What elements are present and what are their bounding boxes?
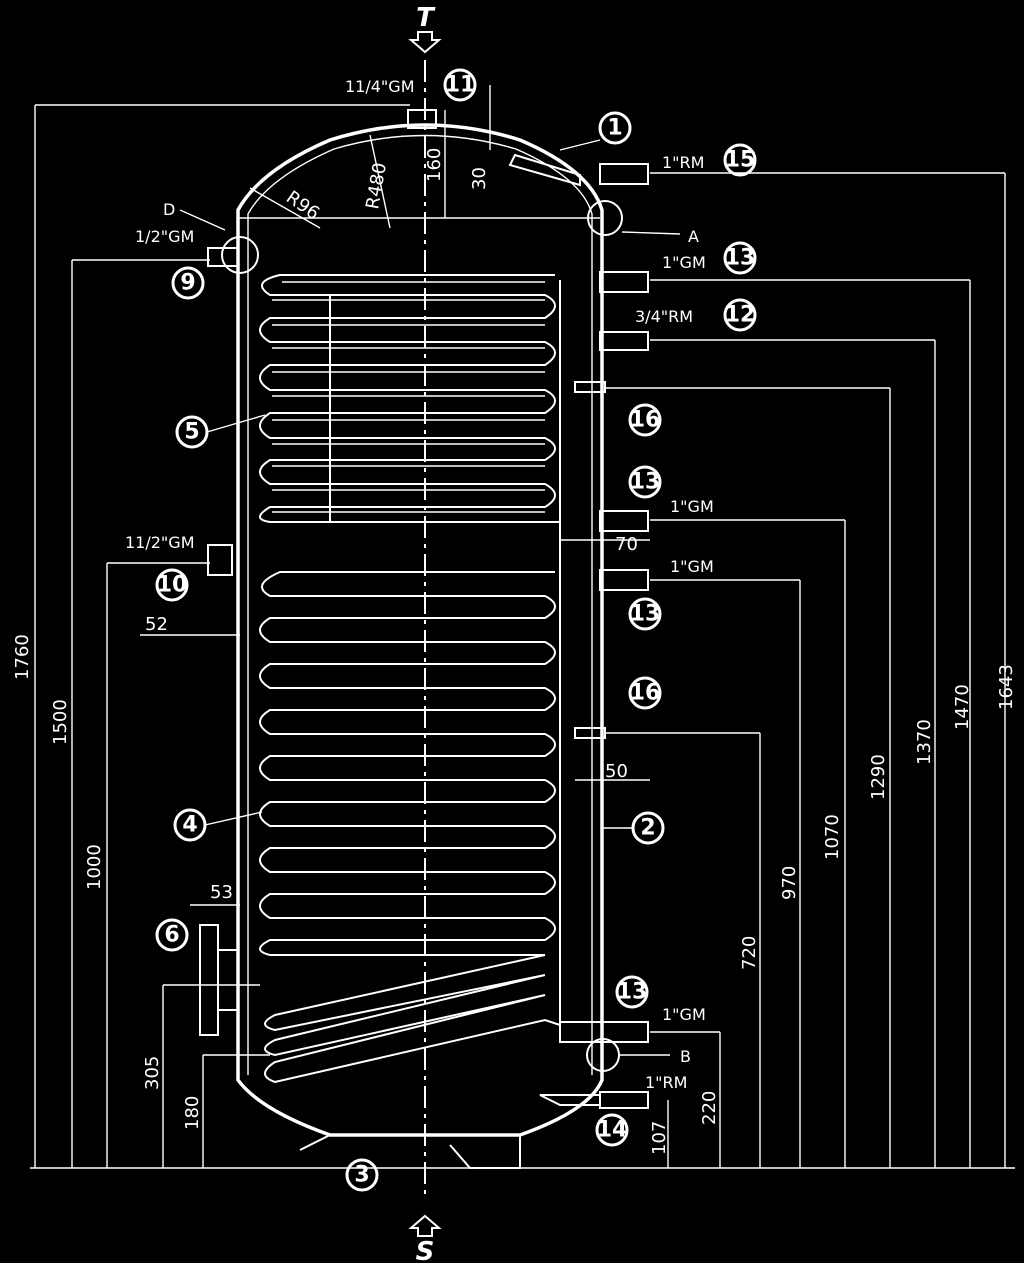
bubble-10: 10	[157, 573, 188, 598]
dim-107: 107	[649, 1121, 670, 1155]
letter-b: B	[680, 1047, 691, 1066]
bubble-13-mid: 13	[630, 470, 661, 495]
letter-a: A	[688, 227, 699, 246]
top-letter: T	[416, 3, 436, 33]
dim-1760: 1760	[12, 634, 33, 680]
bubble-11: 11	[445, 73, 476, 98]
dim-1643: 1643	[996, 664, 1017, 710]
bubble-3: 3	[354, 1163, 369, 1188]
dim-305: 305	[142, 1056, 163, 1090]
label-c13-top: 1"GM	[662, 253, 706, 272]
dim-70: 70	[615, 534, 638, 555]
right-dimension-lines	[605, 172, 1006, 1168]
label-c14: 1"RM	[645, 1073, 687, 1092]
label-c11: 11/4"GM	[345, 77, 415, 96]
dim-50: 50	[605, 761, 628, 782]
bubble-1: 1	[607, 116, 622, 141]
left-dimension-lines	[34, 104, 410, 1168]
bubble-9: 9	[180, 271, 195, 296]
bubble-16-top: 16	[630, 408, 661, 433]
bottom-flow-arrow	[408, 1214, 442, 1237]
dim-970: 970	[779, 866, 800, 900]
bubble-12: 12	[725, 303, 756, 328]
dim-720: 720	[739, 936, 760, 970]
bubble-4: 4	[182, 813, 197, 838]
dim-1290: 1290	[868, 754, 889, 800]
label-c13-low: 1"GM	[670, 557, 714, 576]
bubble-2: 2	[640, 816, 655, 841]
label-c15: 1"RM	[662, 153, 704, 172]
dim-30: 30	[469, 167, 490, 190]
bubble-13-bot: 13	[617, 980, 648, 1005]
dim-1000: 1000	[84, 844, 105, 890]
bubble-6: 6	[164, 923, 179, 948]
dim-1370: 1370	[914, 719, 935, 765]
dim-1500: 1500	[50, 699, 71, 745]
letter-d: D	[163, 200, 175, 219]
top-flow-arrow	[408, 31, 442, 54]
label-c13-mid: 1"GM	[670, 497, 714, 516]
dim-180: 180	[182, 1096, 203, 1130]
dim-160: 160	[424, 148, 445, 182]
bubble-16-low: 16	[630, 681, 661, 706]
bubble-14: 14	[597, 1118, 628, 1143]
bubble-13-low: 13	[630, 602, 661, 627]
bottom-letter: S	[416, 1237, 435, 1263]
dim-53: 53	[210, 882, 233, 903]
bubble-15: 15	[725, 148, 756, 173]
radius-r480: R480	[362, 161, 391, 211]
upper-heat-exchanger-coil	[259, 274, 560, 523]
lower-heat-exchanger-coil	[259, 571, 561, 1084]
dim-1470: 1470	[952, 684, 973, 730]
label-c12: 3/4"RM	[635, 307, 693, 326]
bubble-5: 5	[184, 420, 199, 445]
bubble-13-top: 13	[725, 246, 756, 271]
dim-52: 52	[145, 614, 168, 635]
dim-220: 220	[699, 1091, 720, 1125]
label-c10: 11/2"GM	[125, 533, 195, 552]
dim-1070: 1070	[822, 814, 843, 860]
label-c9: 1/2"GM	[135, 227, 194, 246]
label-c13-bot: 1"GM	[662, 1005, 706, 1024]
